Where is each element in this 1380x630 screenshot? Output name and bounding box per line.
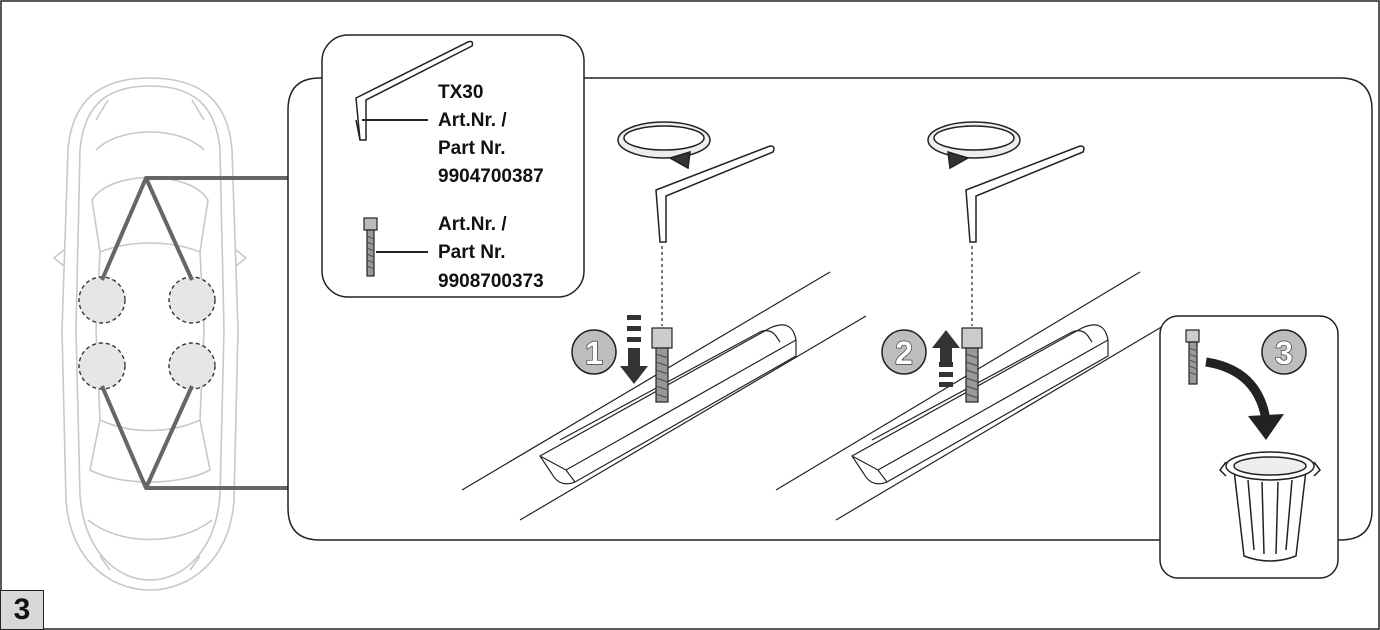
tool-name: TX30 bbox=[438, 82, 483, 103]
rotate-counterclockwise-icon bbox=[617, 121, 711, 170]
tool-part-label: Part Nr. bbox=[438, 138, 506, 159]
screw-step2 bbox=[961, 327, 983, 403]
tool-part-number: 9904700387 bbox=[438, 166, 544, 187]
screw-step3 bbox=[1185, 329, 1200, 385]
arrow-up-icon bbox=[932, 330, 960, 387]
torx-key-step1 bbox=[655, 145, 775, 243]
screw-step1 bbox=[651, 327, 673, 403]
screw-art-label: Art.Nr. / bbox=[438, 214, 507, 235]
mount-point-front-right bbox=[168, 276, 216, 324]
parts-legend-box bbox=[321, 34, 585, 298]
tool-art-label: Art.Nr. / bbox=[438, 110, 507, 131]
roof-rail-left bbox=[461, 271, 867, 521]
step-marker-1: 1 bbox=[571, 329, 617, 375]
rotate-clockwise-icon bbox=[927, 121, 1021, 170]
step-marker-2: 2 bbox=[881, 329, 927, 375]
car-top-view bbox=[52, 77, 248, 591]
roof-rail-right bbox=[775, 271, 1181, 521]
mount-point-rear-left bbox=[78, 342, 126, 390]
step-marker-3: 3 bbox=[1261, 329, 1307, 375]
trash-bin-icon bbox=[1219, 451, 1321, 562]
step-number-1: 1 bbox=[585, 335, 603, 371]
discard-arrow bbox=[1205, 357, 1284, 440]
figure-step-badge: 3 bbox=[0, 590, 44, 630]
screw-part-label: Part Nr. bbox=[438, 242, 506, 263]
mount-point-front-left bbox=[78, 276, 126, 324]
mount-point-rear-right bbox=[168, 342, 216, 390]
step-number-3: 3 bbox=[1275, 335, 1293, 371]
step-number-2: 2 bbox=[895, 335, 913, 371]
torx-key-icon bbox=[355, 40, 474, 141]
torx-key-step2 bbox=[965, 145, 1085, 243]
screw-part-number: 9908700373 bbox=[438, 271, 544, 292]
mount-point-markers bbox=[78, 276, 216, 390]
callout-lines bbox=[100, 176, 288, 490]
arrow-down-icon bbox=[620, 315, 648, 384]
screw-icon bbox=[363, 217, 428, 277]
